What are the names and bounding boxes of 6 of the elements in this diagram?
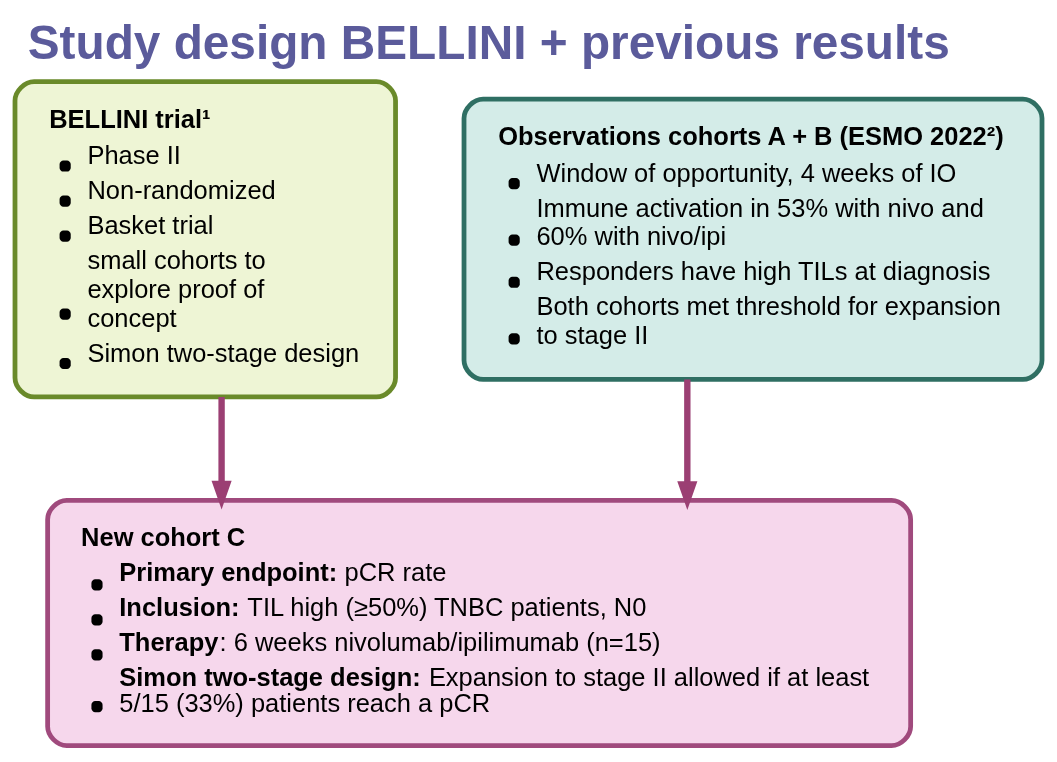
arrow (211, 397, 232, 510)
arrow (677, 379, 698, 510)
diagram-title: Study design BELLINI + previous results (27, 16, 950, 70)
node-box: BELLINI trial¹ Phase II Non-randomized Basket trial small cohorts to explore proof of concept Simon two-stage design (12, 79, 398, 400)
node-box: New cohort C Primary endpoint: pCR rate Inclusion: TIL high (≥50%) TNBC patients, N0 Therapy: 6 weeks nivolumab/ipilimumab (n=15) Simon two-stage design: Expansion to stage II allowed if at least 5/15 (33%) patients reach a pCR (45, 498, 914, 748)
node-box: Observations cohorts A + B (ESMO 2022²) Window of opportunity, 4 weeks of IO Immune activation in 53% with nivo and 60% with nivo/ipi Responders have high TILs at diagnosis Both cohorts met threshold for expansion to stage II (461, 96, 1045, 382)
